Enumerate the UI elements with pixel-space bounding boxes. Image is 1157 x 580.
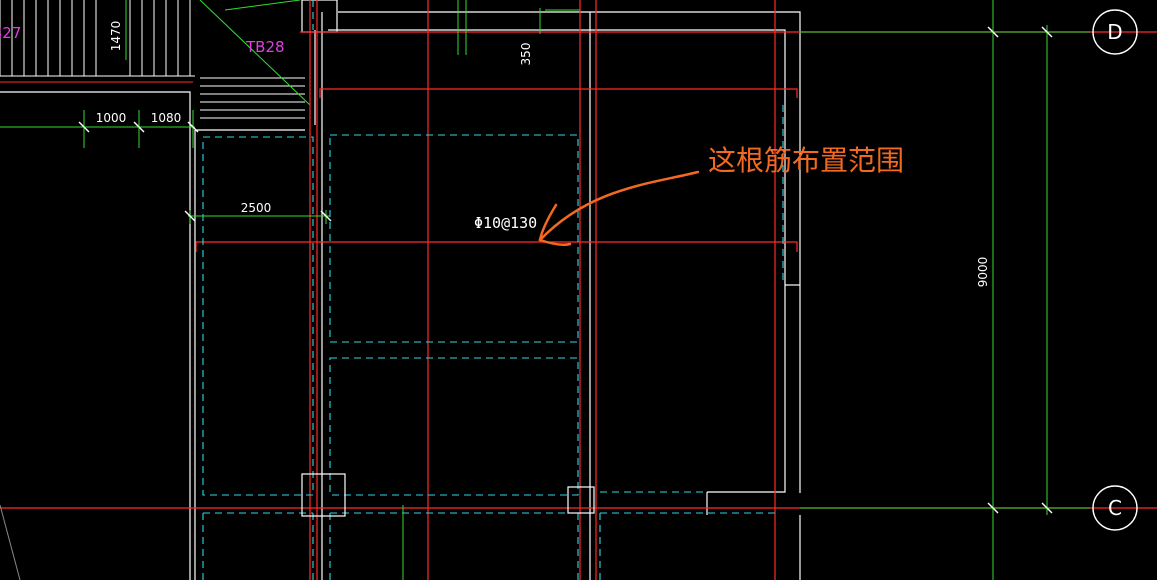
tag-right: TB28 (245, 38, 285, 56)
dim-text-left-b: 1080 (151, 111, 182, 125)
stair-diagonal-lines (199, 0, 311, 106)
dim-text-slab-width: 2500 (241, 201, 272, 215)
wall-outline (0, 0, 801, 580)
annotation-arrow (538, 170, 700, 247)
axis-label-c: C (1108, 496, 1122, 520)
stair-hatch (0, 0, 305, 119)
dim-text-stair-span: 1470 (109, 21, 123, 52)
axis-bubble-c (1092, 485, 1138, 531)
column-right (567, 486, 595, 514)
dim-text-offset: 350 (519, 43, 533, 66)
rebar-spec-label: Φ10@130 (474, 214, 537, 232)
axis-ticks (78, 26, 1053, 514)
annotation-note: 这根筋布置范围 (708, 144, 904, 177)
slab-edges-dashed (202, 0, 784, 580)
grey-edge-line (0, 504, 21, 580)
axis-label-d: D (1107, 20, 1122, 44)
tag-left: B27 (0, 24, 21, 42)
dim-text-left-a: 1000 (96, 111, 127, 125)
axis-bubble-d (1092, 9, 1138, 55)
dimension-lines (0, 0, 1090, 580)
column-left (301, 473, 346, 517)
dim-text-axis-spacing: 9000 (976, 257, 990, 288)
